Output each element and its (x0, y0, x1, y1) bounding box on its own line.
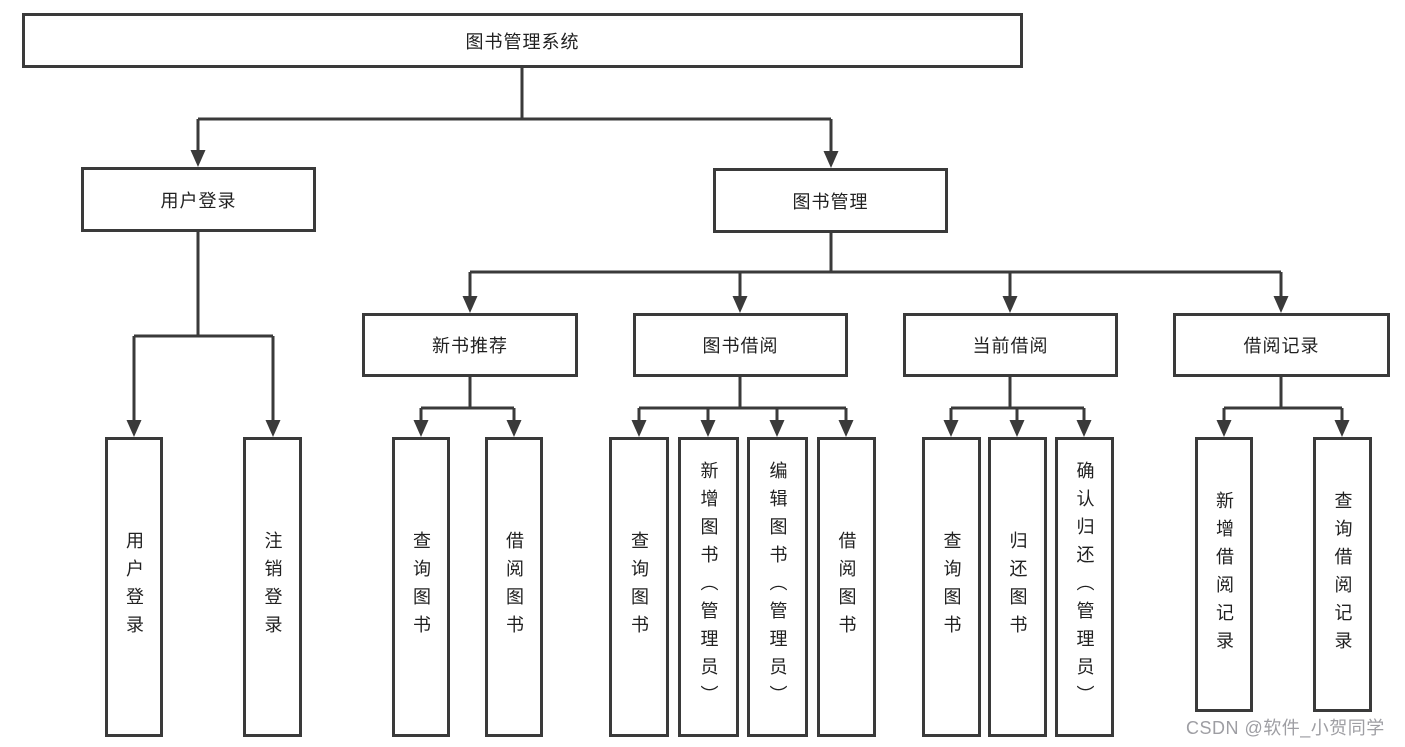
arrow-down-icon (1002, 296, 1018, 313)
leaf-borrow-query-book: 查询图书 (609, 437, 669, 737)
leaf-borrow-borrow-book: 借阅图书 (817, 437, 876, 737)
node-user-login: 用户登录 (81, 167, 316, 232)
arrow-down-icon (506, 420, 522, 437)
leaf-records-add-record-label: 新增借阅记录 (1214, 490, 1234, 659)
leaf-current-query-book: 查询图书 (922, 437, 981, 737)
node-current-borrow-label: 当前借阅 (972, 336, 1049, 356)
node-book-borrow: 图书借阅 (633, 313, 848, 377)
leaf-recommend-query-book-label: 查询图书 (411, 531, 431, 643)
arrow-down-icon (769, 420, 785, 437)
connector-user-login-branch (132, 232, 275, 421)
arrow-down-icon (1009, 420, 1025, 437)
node-user-login-label: 用户登录 (160, 190, 237, 211)
connector-book-management-branch (468, 233, 1283, 297)
leaf-records-query-record-label: 查询借阅记录 (1332, 490, 1353, 659)
arrow-down-icon (732, 296, 748, 313)
leaf-logout: 注销登录 (243, 437, 302, 737)
leaf-current-confirm-return-admin: 确认归还（管理员） (1055, 437, 1114, 737)
arrow-down-icon (1076, 420, 1092, 437)
node-book-management-label: 图书管理 (792, 191, 869, 212)
leaf-user-login-label: 用户登录 (124, 531, 144, 643)
leaf-current-confirm-return-admin-label: 确认归还（管理员） (1074, 461, 1095, 713)
node-root: 图书管理系统 (22, 13, 1023, 68)
node-new-book-recommend-label: 新书推荐 (432, 336, 508, 356)
node-root-label: 图书管理系统 (465, 31, 580, 52)
leaf-borrow-borrow-book-label: 借阅图书 (836, 531, 857, 643)
leaf-borrow-edit-book-admin: 编辑图书（管理员） (747, 437, 808, 737)
arrow-down-icon (700, 420, 716, 437)
arrow-down-icon (823, 151, 839, 168)
node-book-management: 图书管理 (713, 168, 948, 233)
connector-current-borrow-branch (949, 377, 1086, 421)
arrow-down-icon (265, 420, 281, 437)
arrow-down-icon (126, 420, 142, 437)
arrow-down-icon (413, 420, 429, 437)
arrow-down-icon (190, 150, 206, 167)
arrow-down-icon (943, 420, 959, 437)
leaf-current-return-book-label: 归还图书 (1007, 531, 1028, 643)
node-book-borrow-label: 图书借阅 (702, 336, 779, 356)
csdn-watermark: CSDN @软件_小贺同学 (1186, 718, 1385, 738)
node-current-borrow: 当前借阅 (903, 313, 1118, 377)
arrow-down-icon (462, 296, 478, 313)
arrow-down-icon (1334, 420, 1350, 437)
leaf-records-query-record: 查询借阅记录 (1313, 437, 1372, 712)
leaf-recommend-borrow-book: 借阅图书 (485, 437, 543, 737)
connector-new-book-branch (419, 377, 516, 421)
node-borrow-records-label: 借阅记录 (1243, 336, 1320, 356)
leaf-current-query-book-label: 查询图书 (941, 531, 962, 643)
leaf-recommend-query-book: 查询图书 (392, 437, 450, 737)
leaf-borrow-add-book-admin: 新增图书（管理员） (678, 437, 739, 737)
leaf-current-return-book: 归还图书 (988, 437, 1047, 737)
arrow-down-icon (1216, 420, 1232, 437)
connector-root-to-level1 (196, 68, 833, 152)
connector-book-borrow-branch (637, 377, 848, 421)
leaf-user-login: 用户登录 (105, 437, 163, 737)
leaf-borrow-edit-book-admin-label: 编辑图书（管理员） (767, 461, 788, 713)
leaf-logout-label: 注销登录 (262, 531, 283, 643)
leaf-recommend-borrow-book-label: 借阅图书 (504, 531, 524, 643)
arrow-down-icon (1273, 296, 1289, 313)
connector-borrow-records-branch (1222, 377, 1344, 421)
node-new-book-recommend: 新书推荐 (362, 313, 578, 377)
leaf-borrow-add-book-admin-label: 新增图书（管理员） (698, 461, 719, 713)
leaf-borrow-query-book-label: 查询图书 (629, 531, 649, 643)
node-borrow-records: 借阅记录 (1173, 313, 1390, 377)
leaf-records-add-record: 新增借阅记录 (1195, 437, 1253, 712)
arrow-down-icon (631, 420, 647, 437)
arrow-down-icon (838, 420, 854, 437)
